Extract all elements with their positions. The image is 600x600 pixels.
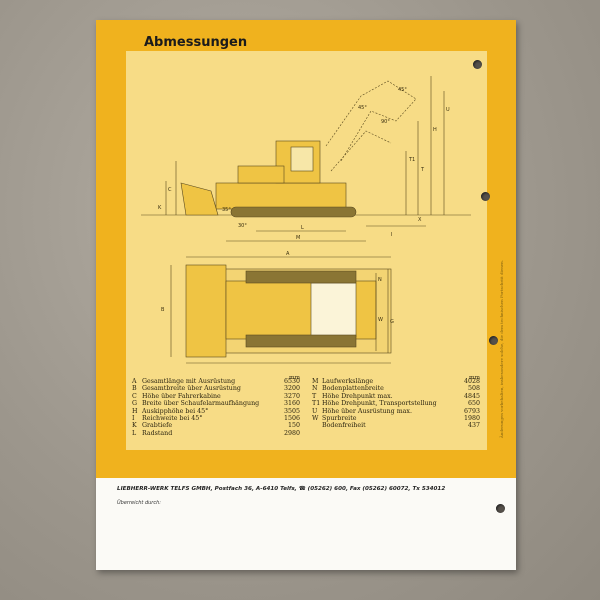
dim-label-l: L (301, 225, 304, 231)
angle-label-4: 45° (398, 87, 407, 93)
handed-over-label: Überreicht durch: (117, 500, 161, 506)
dim-label-a: A (286, 251, 290, 257)
yellow-panel: Abmessungen (96, 20, 516, 478)
angle-label-5: 90° (381, 119, 390, 125)
unit-label-left: mm (289, 375, 300, 381)
unit-label-right: mm (469, 375, 480, 381)
loader-diagram: C B K T1 T N U W H G X I L M A 45° 35° (141, 76, 471, 364)
brochure-page: Abmessungen (96, 20, 516, 570)
dim-label-k: K (158, 205, 162, 211)
dim-label-n: N (378, 277, 382, 283)
angle-label-3: 30° (238, 223, 247, 229)
page-title: Abmessungen (144, 35, 248, 50)
dim-label-u: U (446, 107, 450, 113)
angle-label-1: 45° (358, 105, 367, 111)
side-note: Änderungen vorbehalten, insbesondere sol… (499, 260, 504, 439)
company-footer: LIEBHERR-WERK TELFS GMBH, Postfach 36, A… (117, 486, 446, 492)
dim-label-h: H (433, 127, 437, 133)
punch-hole (489, 336, 498, 345)
punch-hole (481, 192, 490, 201)
dim-label-t1: T1 (408, 157, 415, 163)
dim-label-g: G (390, 319, 394, 325)
dim-label-x: X (418, 217, 422, 223)
dim-label-m: M (296, 235, 300, 241)
dim-label-b: B (161, 307, 165, 313)
punch-hole (473, 60, 482, 69)
angle-label-2: 35° (222, 207, 231, 213)
dim-label-t: T (420, 167, 425, 173)
punch-hole (496, 504, 505, 513)
dim-label-w: W (378, 317, 383, 323)
dim-label-i: I (391, 232, 392, 238)
dimension-drawing: C B K T1 T N U W H G X I L M A 45° 35° (126, 51, 487, 381)
dim-label-c: C (168, 187, 172, 193)
